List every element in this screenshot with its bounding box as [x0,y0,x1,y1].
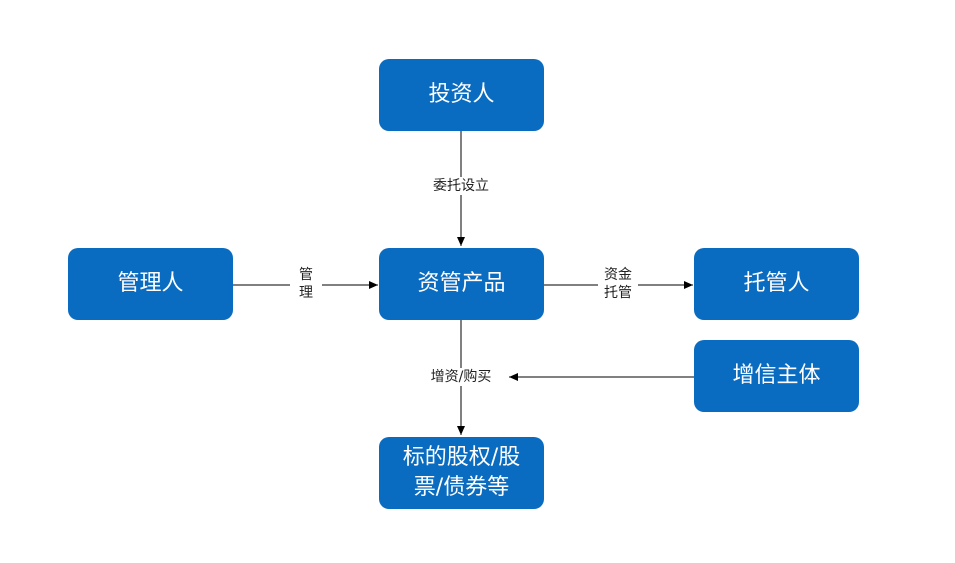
node-investor-label: 投资人 [428,82,495,107]
node-credit-enhancer-label: 增信主体 [732,363,821,388]
node-underlying-label: 标的股权/股 票/债券等 [402,445,521,500]
edge-label-manage: 管 理 [290,266,322,302]
node-credit-enhancer: 增信主体 [694,340,859,412]
edge-label-custody: 资金 托管 [598,266,638,302]
node-investor: 投资人 [379,59,544,131]
edge-label-invest: 增资/购买 [420,368,502,386]
node-custodian: 托管人 [694,248,859,320]
edge-label-entrust: 委托设立 [424,177,498,195]
node-manager-label: 管理人 [117,271,184,296]
node-underlying: 标的股权/股 票/债券等 [379,437,544,509]
node-product-label: 资管产品 [417,271,506,296]
node-custodian-label: 托管人 [743,271,810,296]
node-manager: 管理人 [68,248,233,320]
node-product: 资管产品 [379,248,544,320]
